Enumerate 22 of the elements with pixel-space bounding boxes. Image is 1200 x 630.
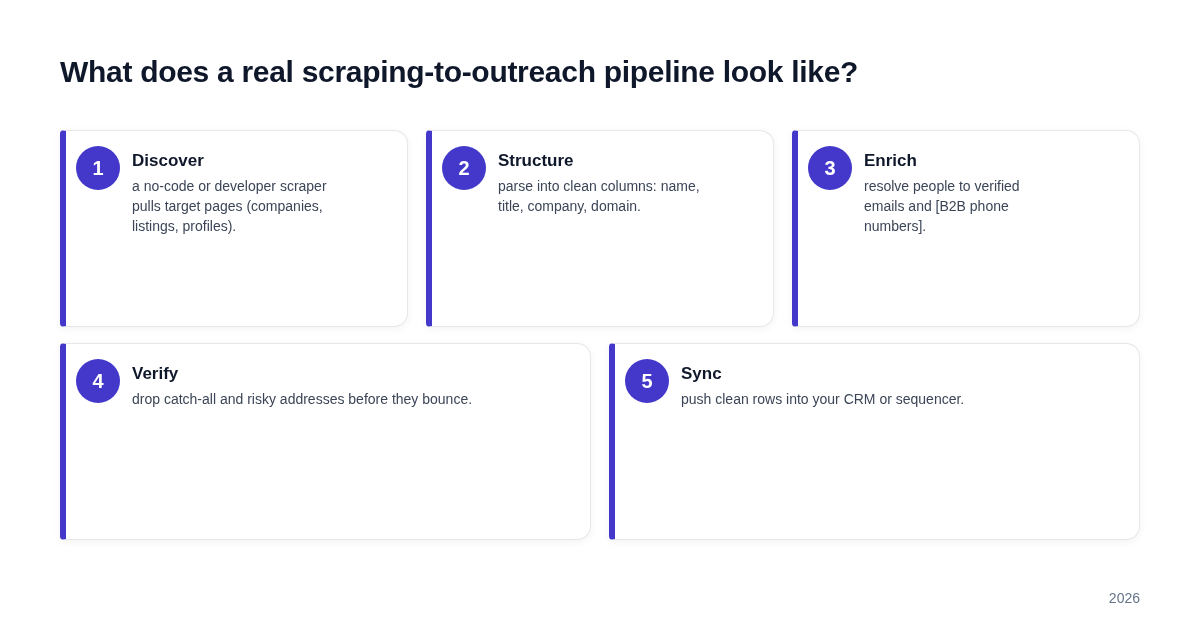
title: What does a real scraping-to-outreach pipeline look like? (60, 55, 859, 89)
step-number: 4 (76, 359, 120, 403)
step-card (792, 130, 1140, 327)
step-description: push clean rows into your CRM or sequencer. (681, 390, 966, 409)
step-card (609, 343, 1140, 540)
step-title: Structure (498, 150, 575, 172)
step-description: drop catch-all and risky addresses before they bounce. (132, 390, 474, 409)
step-number: 1 (76, 146, 120, 190)
step-title: Verify (132, 363, 180, 385)
step-card (60, 343, 591, 540)
step-title: Discover (132, 150, 205, 172)
step-description: resolve people to verified emails and [B2B phone numbers]. (864, 177, 1021, 236)
year-label: 2026 (1108, 590, 1140, 606)
step-number: 3 (808, 146, 852, 190)
step-description: a no-code or developer scraper pulls target pages (companies, listings, profiles). (132, 177, 328, 236)
step-title: Sync (681, 363, 723, 385)
step-title: Enrich (864, 150, 918, 172)
step-number: 5 (625, 359, 669, 403)
step-number: 2 (442, 146, 486, 190)
step-description: parse into clean columns: name, title, company, domain. (498, 177, 701, 216)
step-card (60, 130, 408, 327)
step-card (426, 130, 774, 327)
